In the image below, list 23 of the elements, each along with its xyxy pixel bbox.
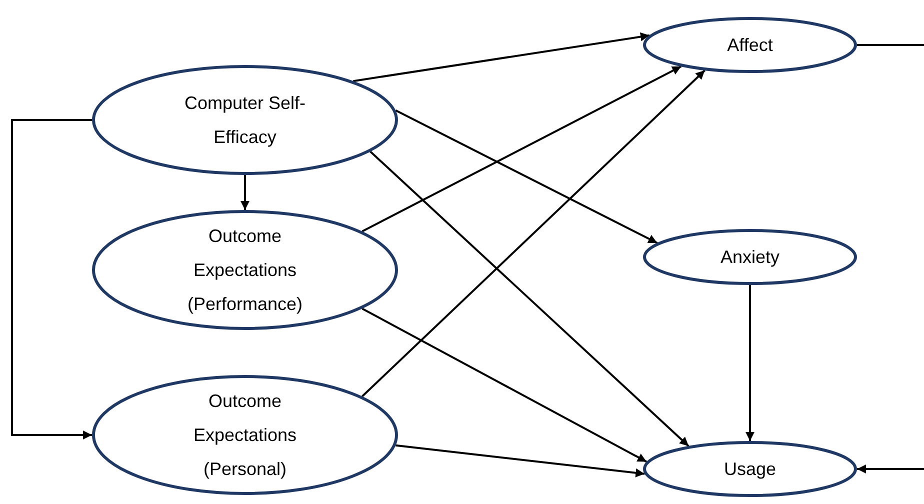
arrow (11, 119, 92, 440)
ellipse-node (643, 441, 857, 497)
ellipse-node (92, 210, 398, 330)
arrow (746, 285, 754, 441)
ellipse-node (92, 375, 398, 495)
ellipse-node (92, 65, 398, 175)
node-label: Affect (726, 34, 774, 57)
arrow (370, 150, 690, 447)
node-label: Anxiety (719, 246, 781, 269)
node-label: Outcome Expectations (Personal) (192, 390, 298, 481)
node-label: Usage (722, 458, 778, 481)
arrow (395, 110, 658, 244)
arrow (857, 44, 924, 474)
arrow (362, 70, 706, 398)
arrow (396, 444, 645, 478)
ellipse-node (643, 229, 857, 285)
arrow (362, 308, 648, 463)
arrow (240, 175, 250, 210)
arrow (362, 66, 682, 232)
arrow (353, 32, 650, 82)
ellipse-node (643, 17, 857, 73)
node-label: Computer Self-Efficacy (183, 92, 307, 149)
node-label: Outcome Expectations (Performance) (186, 225, 304, 316)
